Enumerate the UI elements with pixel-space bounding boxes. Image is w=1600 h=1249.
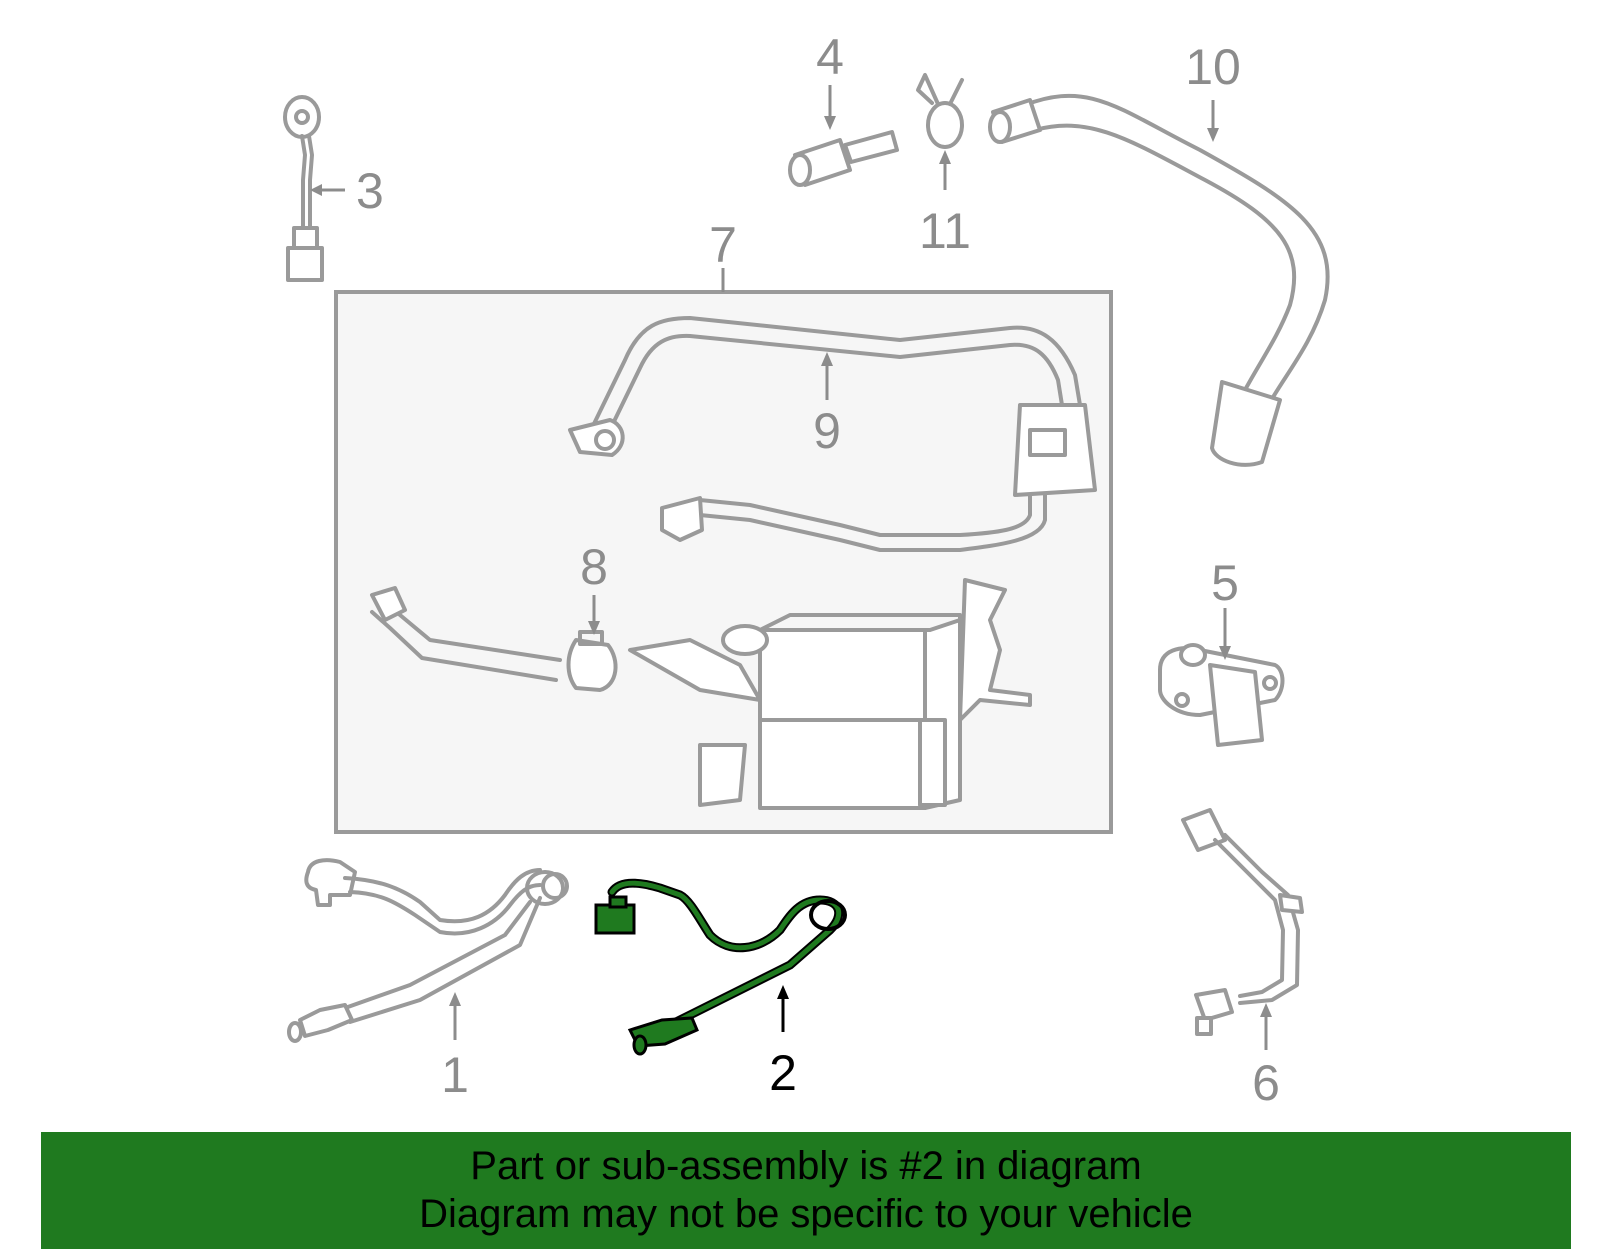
part-6-sensor[interactable] [1181, 808, 1304, 1036]
callout-2: 2 [769, 1045, 797, 1101]
part-8-connector[interactable] [370, 586, 618, 692]
part-5-sensor[interactable] [1158, 643, 1285, 747]
callout-8: 8 [580, 539, 608, 595]
callout-10: 10 [1185, 39, 1241, 95]
callout-6: 6 [1252, 1055, 1280, 1111]
parts-diagram: 7 3 4 11 10 [283, 29, 1330, 1111]
part-3-knock-sensor[interactable] [283, 95, 324, 282]
banner-line-1: Part or sub-assembly is #2 in diagram [470, 1144, 1142, 1188]
callout-11: 11 [919, 203, 971, 259]
part-4-sensor[interactable] [788, 130, 899, 187]
part-11-clamp[interactable] [916, 73, 964, 149]
part-9-vent-line[interactable] [568, 316, 1097, 552]
part-1-oxygen-sensor[interactable] [287, 858, 569, 1043]
callout-4: 4 [816, 29, 844, 85]
callout-1: 1 [441, 1047, 469, 1103]
callout-3: 3 [356, 163, 384, 219]
banner-line-2: Diagram may not be specific to your vehi… [419, 1192, 1193, 1236]
callout-5: 5 [1211, 555, 1239, 611]
charcoal-canister[interactable] [628, 578, 1032, 810]
part-10-hose[interactable] [988, 93, 1330, 467]
assembly-7-box [334, 290, 1113, 834]
callout-9: 9 [813, 403, 841, 459]
callout-7: 7 [709, 217, 737, 273]
info-banner: Part or sub-assembly is #2 in diagram Di… [41, 1132, 1571, 1249]
part-2-oxygen-sensor[interactable] [594, 878, 847, 1056]
